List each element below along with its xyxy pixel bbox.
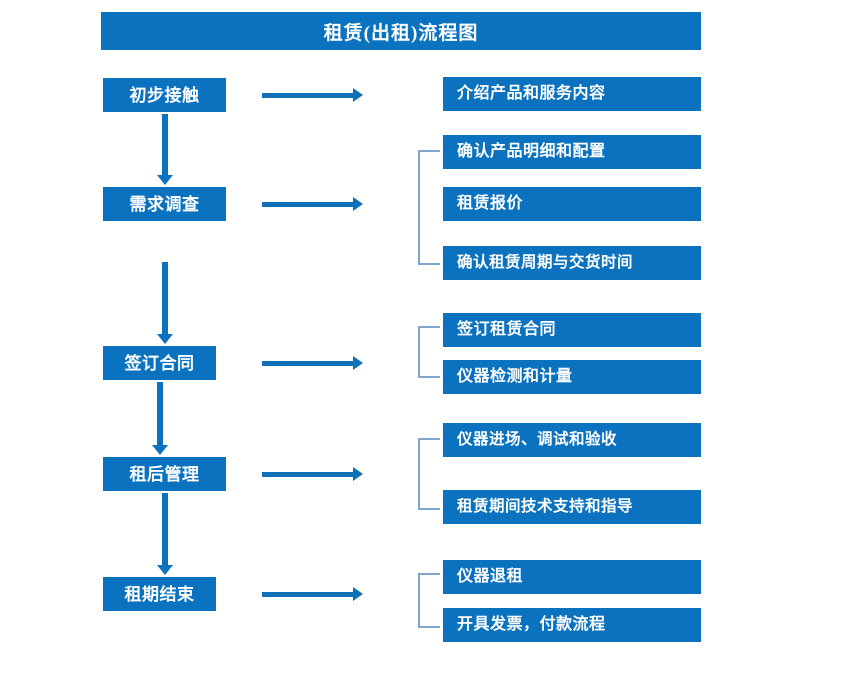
- down-arrow-icon-1: [157, 114, 173, 185]
- down-arrow-icon-4: [157, 493, 173, 575]
- arrow-head: [353, 197, 363, 211]
- detail-box-5[interactable]: 签订租赁合同: [443, 313, 701, 347]
- down-arrow-icon-3: [152, 382, 168, 455]
- detail-box-9[interactable]: 仪器退租: [443, 560, 701, 594]
- detail-box-1[interactable]: 介绍产品和服务内容: [443, 77, 701, 111]
- arrow-shaft: [262, 202, 354, 207]
- arrow-shaft: [262, 472, 354, 477]
- arrow-head: [353, 467, 363, 481]
- arrow-shaft: [162, 262, 168, 335]
- detail-box-7[interactable]: 仪器进场、调试和验收: [443, 423, 701, 457]
- right-arrow-icon-1: [262, 88, 363, 102]
- down-arrow-icon-2: [157, 262, 173, 344]
- group-bracket-icon-4: [418, 573, 440, 628]
- right-arrow-icon-4: [262, 467, 363, 481]
- arrow-shaft: [162, 493, 168, 566]
- detail-box-6[interactable]: 仪器检测和计量: [443, 360, 701, 394]
- arrow-head: [353, 587, 363, 601]
- arrow-head: [353, 88, 363, 102]
- group-bracket-icon-1: [418, 150, 440, 265]
- detail-box-2[interactable]: 确认产品明细和配置: [443, 135, 701, 169]
- arrow-head: [157, 565, 173, 575]
- detail-box-3[interactable]: 租赁报价: [443, 187, 701, 221]
- stage-box-5[interactable]: 租期结束: [103, 577, 216, 611]
- stage-box-3[interactable]: 签订合同: [103, 346, 216, 380]
- right-arrow-icon-3: [262, 356, 363, 370]
- arrow-shaft: [262, 93, 354, 98]
- arrow-shaft: [162, 114, 168, 176]
- arrow-head: [157, 334, 173, 344]
- arrow-shaft: [262, 361, 354, 366]
- arrow-head: [353, 356, 363, 370]
- page-title: 租赁(出租)流程图: [101, 12, 701, 50]
- detail-box-8[interactable]: 租赁期间技术支持和指导: [443, 490, 701, 524]
- right-arrow-icon-2: [262, 197, 363, 211]
- detail-box-4[interactable]: 确认租赁周期与交货时间: [443, 246, 701, 280]
- arrow-shaft: [157, 382, 163, 446]
- group-bracket-icon-2: [418, 326, 440, 378]
- arrow-shaft: [262, 592, 354, 597]
- stage-box-2[interactable]: 需求调查: [103, 187, 226, 221]
- arrow-head: [152, 445, 168, 455]
- group-bracket-icon-3: [418, 438, 440, 510]
- stage-box-1[interactable]: 初步接触: [103, 78, 226, 112]
- stage-box-4[interactable]: 租后管理: [103, 457, 226, 491]
- right-arrow-icon-5: [262, 587, 363, 601]
- detail-box-10[interactable]: 开具发票，付款流程: [443, 608, 701, 642]
- arrow-head: [157, 175, 173, 185]
